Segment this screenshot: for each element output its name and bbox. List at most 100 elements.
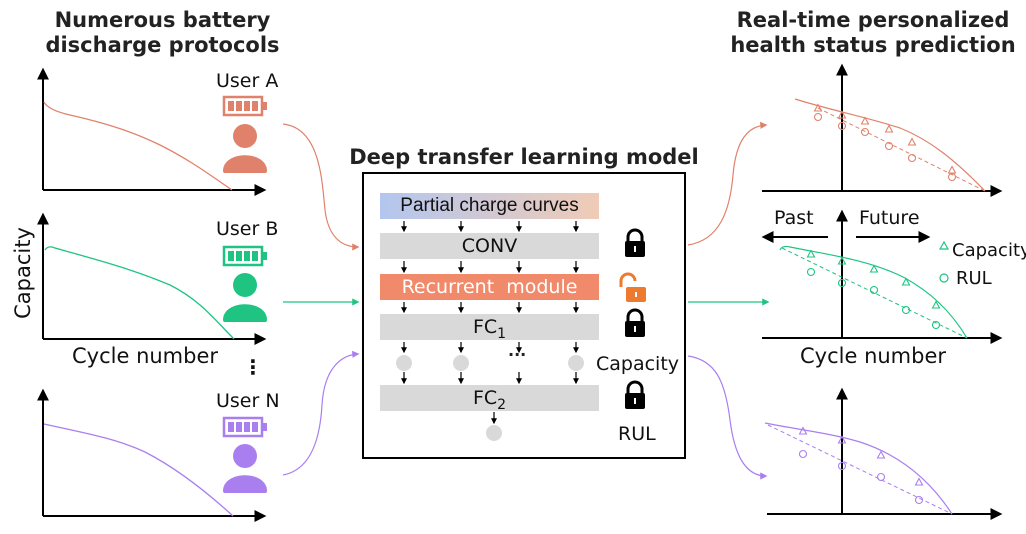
left-chart-user-b (37, 212, 267, 345)
rul-output-label: RUL (618, 423, 656, 445)
input-bar (380, 193, 599, 219)
unlock-icon-recurrent (619, 272, 646, 302)
connector-output-a (687, 121, 768, 246)
right-chart-user-b (761, 209, 1003, 344)
layer-flow-arrows (401, 221, 579, 425)
fc2-layer: FC2 (380, 385, 599, 413)
legend-capacity-label: Capacity (952, 240, 1026, 261)
capacity-fit (779, 245, 968, 339)
node (396, 355, 412, 371)
rul-node (486, 425, 502, 441)
connector-user-n (282, 350, 360, 476)
fc2-layer-label: FC (472, 387, 498, 409)
recurrent-layer: Recurrent module (380, 274, 599, 300)
capacity-marker (837, 256, 847, 265)
capacity-curve-b (44, 246, 235, 340)
rul-marker (931, 320, 941, 330)
left-panel-title: Numerous battery discharge protocols (20, 8, 305, 58)
rul-marker (837, 278, 847, 288)
right-chart-user-n (764, 387, 1003, 520)
legend-circle-marker (939, 273, 949, 283)
rul-marker (947, 172, 957, 182)
rul-marker (813, 112, 823, 122)
capacity-marker (907, 137, 917, 146)
capacity-marker (837, 110, 847, 119)
left-chart-user-n (37, 388, 267, 522)
connector-user-a (282, 123, 360, 251)
fc1-layer: FC1 (380, 314, 599, 342)
capacity-marker (876, 450, 886, 459)
user-b-label: User B (216, 218, 279, 240)
rul-marker (914, 495, 924, 505)
connector-output-n (687, 355, 768, 480)
rul-marker (869, 285, 879, 295)
capacity-marker (947, 165, 957, 174)
user-b-icon-group (222, 245, 267, 322)
title-line-1: Real-time personalized (736, 8, 1010, 32)
capacity-curve-a (43, 101, 233, 191)
capacity-marker (860, 116, 870, 125)
model-box (362, 172, 686, 459)
cycle-number-axis-label: Cycle number (72, 344, 219, 368)
legend-rul-label: RUL (956, 268, 992, 289)
vertical-ellipsis: ⋮ (243, 355, 263, 379)
left-chart-user-a (37, 67, 267, 196)
user-n-label: User N (216, 390, 280, 412)
right-cycle-number-label: Cycle number (800, 344, 947, 368)
conv-layer: CONV (380, 233, 599, 259)
lock-icon-conv (625, 228, 645, 257)
capacity-marker (837, 435, 847, 444)
capacity-curve-n (43, 423, 234, 517)
user-a-label: User A (216, 70, 279, 92)
capacity-axis-label: Capacity (10, 227, 35, 319)
capacity-marker (813, 103, 823, 112)
rul-marker (837, 461, 847, 471)
capacity-fit (794, 98, 986, 192)
fc1-layer-label: FC (472, 316, 498, 338)
capacity-marker (931, 300, 941, 309)
capacity-output-label: Capacity (596, 353, 680, 375)
capacity-marker (806, 249, 816, 258)
fc2-subscript: 2 (497, 397, 507, 413)
capacity-marker (798, 426, 808, 435)
rul-marker (876, 472, 886, 482)
rul-marker (907, 153, 917, 163)
model-title: Deep transfer learning model (349, 145, 699, 169)
capacity-fit (764, 422, 953, 515)
legend-triangle-marker (938, 240, 950, 250)
title-line-2: discharge protocols (45, 33, 280, 57)
lock-icon-fc2 (625, 380, 645, 409)
title-line-1: Numerous battery (54, 8, 271, 32)
node-ellipsis: ··· (508, 345, 527, 364)
rul-marker (806, 267, 816, 277)
conv-layer-label: CONV (461, 235, 518, 257)
user-n-icon-group (222, 416, 267, 493)
fc1-subscript: 1 (497, 326, 507, 342)
battery-icon (222, 245, 267, 267)
past-label: Past (774, 207, 814, 229)
rul-marker (884, 141, 894, 151)
future-label: Future (859, 207, 920, 229)
rul-marker (798, 449, 808, 459)
user-a-icon-group (222, 95, 267, 173)
capacity-nodes (396, 355, 584, 371)
person-icon (223, 273, 267, 322)
capacity-marker (901, 277, 911, 286)
capacity-marker (914, 477, 924, 486)
right-chart-user-a (762, 63, 1003, 197)
rul-marker (901, 305, 911, 315)
person-icon (223, 444, 267, 493)
rul-marker (860, 127, 870, 137)
rul-marker (837, 121, 847, 131)
lock-icon-fc1 (625, 308, 645, 337)
battery-icon (222, 95, 267, 117)
battery-icon (222, 416, 267, 438)
input-label: Partial charge curves (400, 195, 579, 216)
title-line-2: health status prediction (730, 33, 1016, 57)
person-icon (223, 124, 267, 173)
node (568, 355, 584, 371)
node (453, 355, 469, 371)
right-panel-title: Real-time personalized health status pre… (728, 8, 1018, 58)
capacity-marker (869, 264, 879, 273)
